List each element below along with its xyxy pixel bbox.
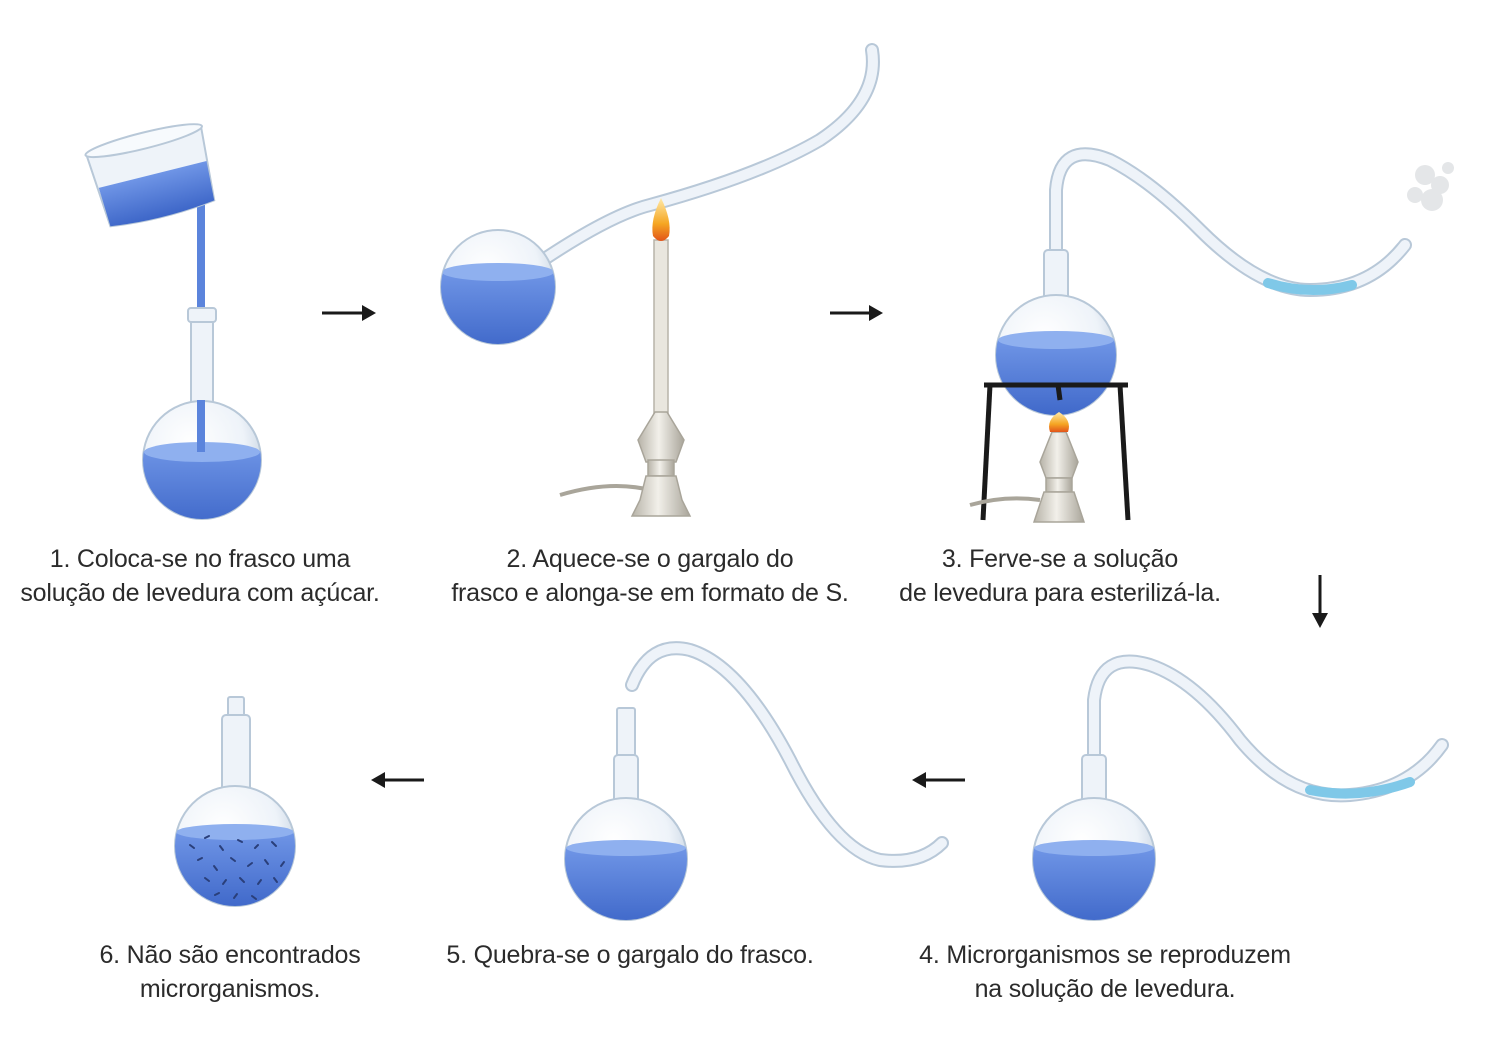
caption-step1-line2: solução de levedura com açúcar.: [20, 579, 380, 607]
flame-1: [652, 198, 670, 241]
caption-step1-line1: 1. Coloca-se no frasco uma: [49, 545, 351, 573]
burner-2: [969, 412, 1086, 523]
arrow-right-2: [830, 305, 883, 321]
caption-step2-line2: frasco e alonga-se em formato de S.: [451, 579, 849, 607]
caption-step6: 6. Não são encontrados microrganismos.: [80, 938, 380, 1006]
step4-flask: [1032, 654, 1449, 921]
caption-step5: 5. Quebra-se o gargalo do frasco.: [430, 938, 830, 972]
arrow-right-1: [322, 305, 376, 321]
arrow-left-2: [371, 772, 424, 788]
arrow-left-1: [912, 772, 965, 788]
step5-flask: [564, 641, 949, 921]
tripod-stand: [980, 382, 1131, 521]
step3-flask: [995, 147, 1412, 416]
caption-step4-line2: na solução de levedura.: [974, 975, 1236, 1003]
beaker: [84, 123, 216, 228]
caption-step5-line1: 5. Quebra-se o gargalo do frasco.: [446, 941, 814, 969]
caption-step6-line2: microrganismos.: [139, 975, 321, 1003]
step6-flask: [174, 696, 296, 907]
caption-step3-line2: de levedura para esterilizá-la.: [899, 579, 1221, 607]
flame-2: [1049, 412, 1069, 432]
caption-step3-line1: 3. Ferve-se a solução: [941, 545, 1179, 573]
caption-step3: 3. Ferve-se a solução de levedura para e…: [880, 542, 1240, 610]
arrow-down: [1312, 575, 1328, 628]
caption-step1: 1. Coloca-se no frasco uma solução de le…: [20, 542, 380, 610]
steam: [1407, 162, 1454, 211]
step1-flask: [142, 190, 262, 520]
microorganism-specks: [189, 835, 285, 900]
caption-step4: 4. Microrganismos se reproduzem na soluç…: [905, 938, 1305, 1006]
caption-step2-line1: 2. Aquece-se o gargalo do: [506, 545, 794, 573]
caption-step4-line1: 4. Microrganismos se reproduzem: [919, 941, 1291, 969]
caption-step2: 2. Aquece-se o gargalo do frasco e along…: [450, 542, 850, 610]
burner-1: [559, 198, 692, 517]
caption-step6-line1: 6. Não são encontrados: [99, 941, 361, 969]
